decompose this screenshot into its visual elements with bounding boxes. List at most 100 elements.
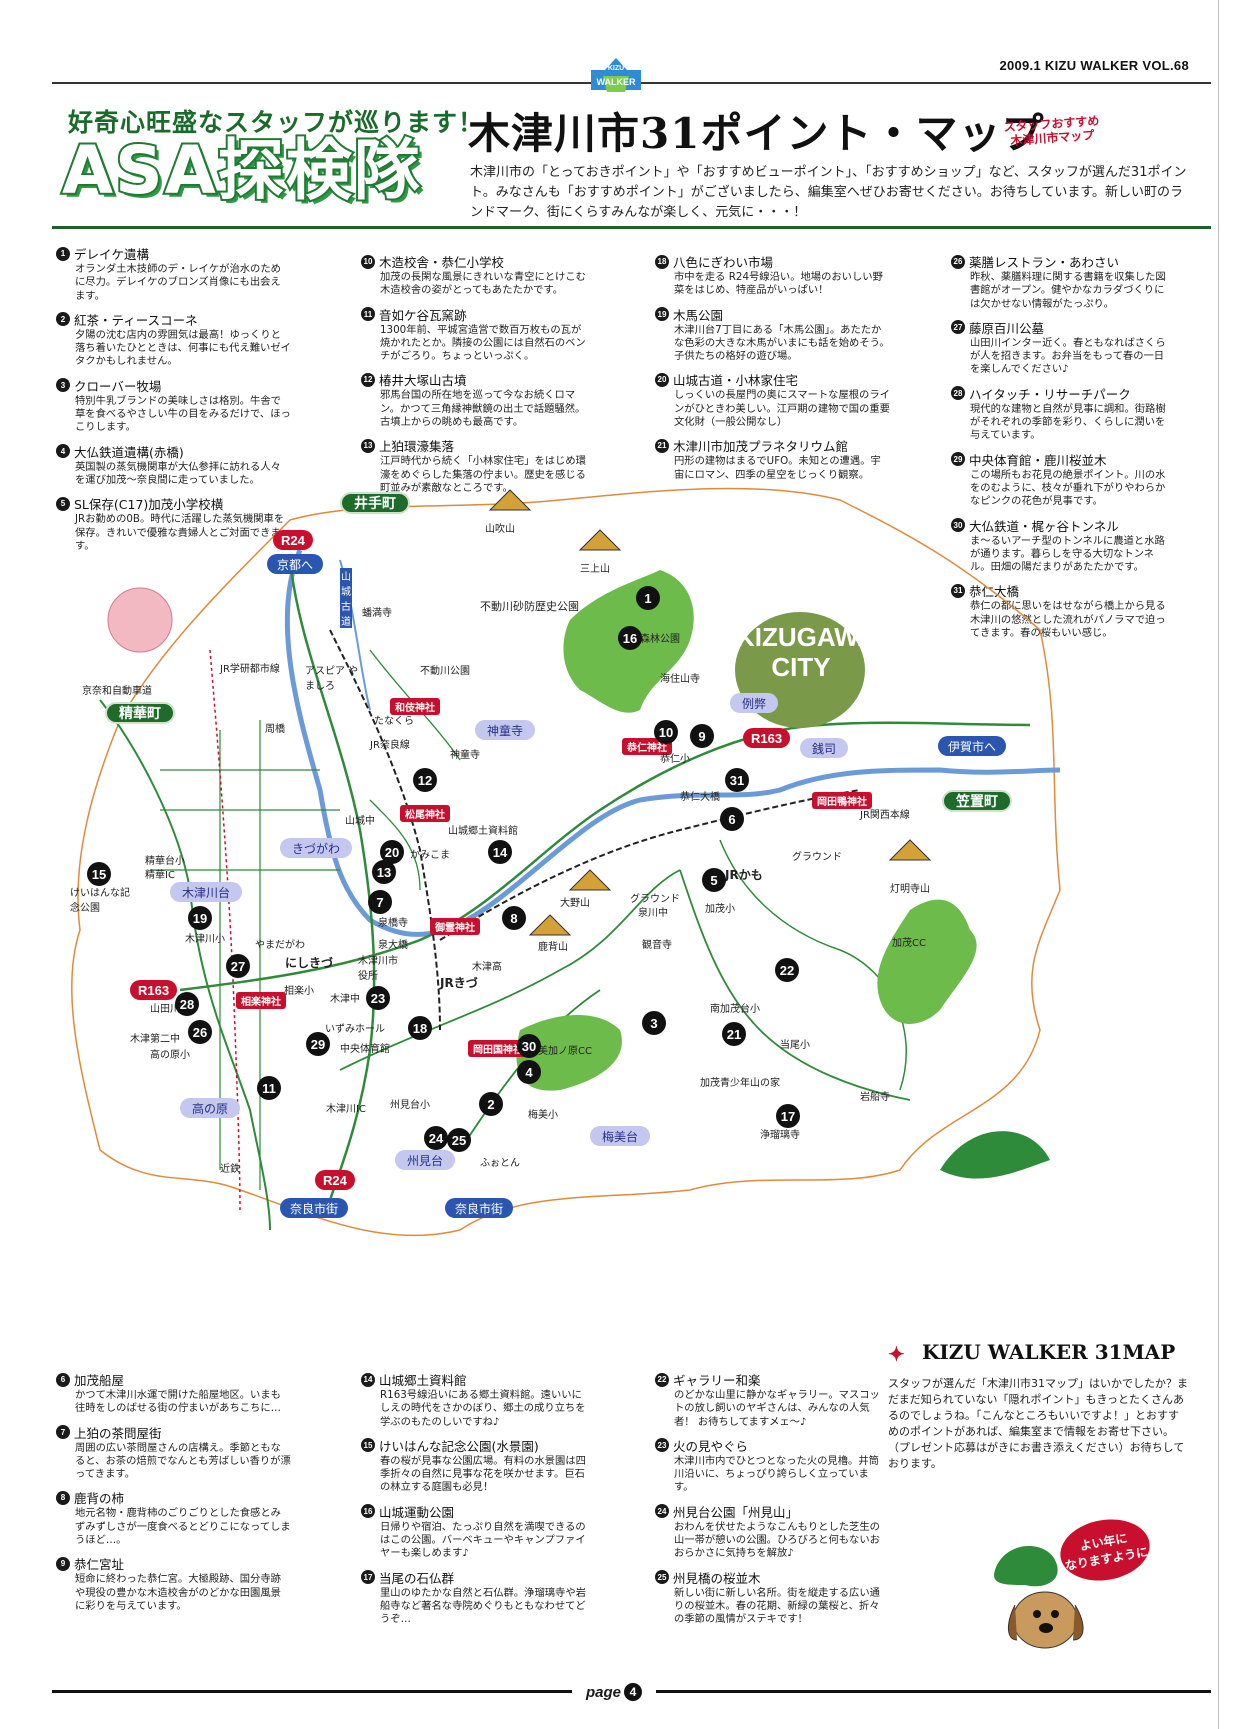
- point-number: 29: [951, 452, 965, 467]
- point-title: 中央体育館・鹿川桜並木: [969, 452, 1107, 468]
- point-title: 当尾の石仏群: [379, 1570, 455, 1586]
- map-marker-4: 4: [517, 1060, 541, 1084]
- map-marker-29: 29: [306, 1032, 330, 1056]
- label-shikase: 鹿背山: [538, 942, 568, 953]
- label-sensei: 泉橋寺: [378, 918, 408, 929]
- point-number: 2: [56, 312, 70, 327]
- label-kizu-ko: 木津高: [472, 962, 502, 973]
- point-number: 12: [361, 372, 375, 387]
- district-senshi: 銭司: [800, 738, 849, 758]
- map-marker-31: 31: [725, 768, 749, 792]
- label-sanjoforest: 山城森林公園: [620, 634, 680, 645]
- map-marker-14: 14: [488, 840, 512, 864]
- map-marker-23: 23: [366, 986, 390, 1010]
- label-umemi-sho: 梅美小: [528, 1110, 558, 1121]
- point-number: 17: [361, 1570, 375, 1585]
- map-marker-18: 18: [408, 1016, 432, 1040]
- label-jindoji-temple: 神童寺: [450, 750, 480, 761]
- map-marker-21: 21: [722, 1022, 746, 1046]
- map-marker-16: 16: [618, 626, 642, 650]
- point-number: 7: [56, 1425, 70, 1440]
- route-r163-right: R163: [743, 728, 791, 748]
- route-r24-bottom: R24: [315, 1170, 355, 1190]
- point-description: ま〜るいアーチ型のトンネルに農道と水路が通ります。暮らしを守る大切なトンネル。田…: [970, 534, 1165, 574]
- point-title: 加茂船屋: [74, 1373, 125, 1388]
- label-yamashiro-naka: 山城中: [345, 816, 375, 827]
- direction-kyoto: 京都へ: [267, 554, 324, 574]
- point-title: 鹿背の柿: [74, 1491, 125, 1507]
- point-number: 26: [951, 254, 965, 269]
- map-marker-27: 27: [226, 954, 250, 978]
- map-marker-15: 15: [87, 862, 111, 886]
- point-number: 25: [655, 1570, 669, 1585]
- label-kaijusenji: 海住山寺: [660, 674, 700, 685]
- point-title: ギャラリー和楽: [673, 1373, 761, 1388]
- point-description: 木津川台7丁目にある「木馬公園」。あたたかな色彩の大きな木馬がいまにも話を始めそ…: [674, 323, 890, 363]
- label-kunimidai-sho: 州見台小: [390, 1100, 430, 1111]
- map-marker-20: 20: [380, 840, 404, 864]
- map-marker-9: 9: [690, 724, 714, 748]
- shrine-matsuo: 松尾神社: [400, 805, 450, 822]
- point-number: 27: [951, 320, 965, 335]
- point-title: けいはんな記念公園(水景園): [379, 1438, 539, 1454]
- point-description: 英国製の蒸気機関車が大仏参拝に訪れる人々を運び加茂〜奈良間に走っていました。: [75, 460, 281, 486]
- jr-nara-line: [329, 629, 441, 1031]
- label-izumi-ohashi: 泉大橋: [378, 940, 408, 951]
- label-shuhou: 周橋: [265, 724, 285, 735]
- point-description: おわんを伏せたようなこんもりとした芝生の山一帯が憩いの公園。ひろびろと何もないお…: [674, 1520, 880, 1560]
- point-description: かつて木津川水運で開けた船屋地区。いまも往時をしのばせる街の佇まいがあちこちに…: [75, 1389, 281, 1415]
- catchphrase: 好奇心旺盛なスタッフが巡ります！: [68, 108, 485, 137]
- point-title: 恭仁宮址: [74, 1557, 125, 1573]
- jr-kansai-line: [439, 789, 861, 941]
- walker-heading: KIZU WALKER 31MAP: [922, 1340, 1176, 1364]
- label-chuo-taiikukan: 中央体育館: [340, 1044, 390, 1055]
- district-takanohara: 高の原: [180, 1098, 241, 1118]
- point-title-row: 9 恭仁宮址: [56, 1554, 291, 1573]
- point-number: 8: [56, 1490, 70, 1505]
- map-marker-26: 26: [188, 1020, 212, 1044]
- point-description: しっくいの長屋門の奥にスマートな屋根のラインがひときわ美しい。江戸期の建物で国の…: [674, 389, 890, 429]
- point-description: 恭仁の都に思いをはせながら橋上から見る木津川の悠然とした流れがパノラマで迫ってき…: [970, 600, 1166, 640]
- page-title: 木津川市31ポイント・マップ: [468, 109, 1045, 158]
- mountain-icons: [488, 489, 932, 936]
- walker-corner: ✦ KIZU WALKER 31MAP スタッフが選んだ「木津川市31マップ」は…: [888, 1340, 1188, 1472]
- point-number: 4: [56, 444, 70, 459]
- district-kunimidai: 州見台: [395, 1150, 456, 1170]
- keinawa-road: [99, 699, 271, 1231]
- map-marker-12: 12: [413, 768, 437, 792]
- r163-road: [179, 721, 1031, 992]
- route-r24-top: R24: [273, 530, 313, 550]
- map-marker-11: 11: [257, 1076, 281, 1100]
- point-description: 木津川市内でひとつとなった火の見櫓。井筒川沿いに、ちょっぴり誇らしく立っています…: [674, 1454, 879, 1494]
- label-fuoton: ふぉとん: [480, 1158, 520, 1169]
- point-number: 23: [655, 1438, 669, 1453]
- label-minamikamo: 南加茂台小: [710, 1004, 760, 1015]
- point-number: 13: [361, 438, 375, 453]
- point-number: 31: [951, 583, 965, 598]
- shrine-okadakuni: 岡田国神社: [468, 1040, 528, 1057]
- town-seikacho: 精華町: [105, 702, 175, 724]
- point-number: 9: [56, 1556, 70, 1571]
- label-kamo-aoshonen: 加茂青少年山の家: [700, 1078, 780, 1089]
